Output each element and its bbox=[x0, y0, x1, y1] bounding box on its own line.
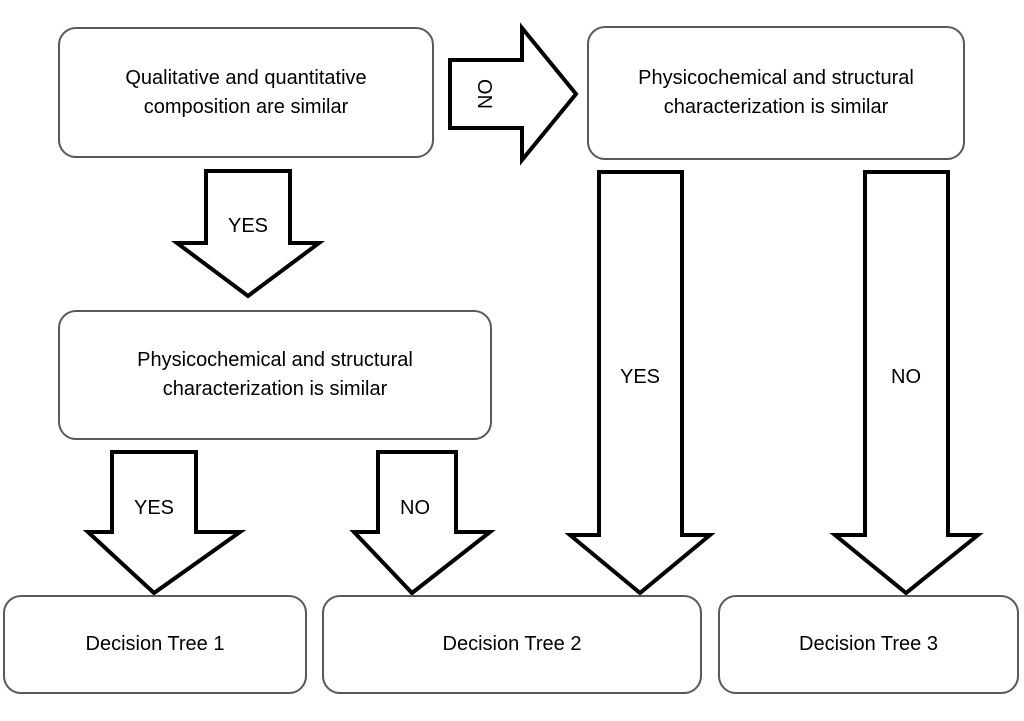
node-composition-similar-label: Qualitative and quantitative composition… bbox=[125, 66, 367, 118]
node-characterization-similar-top[interactable]: Physicochemical and structural character… bbox=[587, 26, 965, 160]
arrow-mid-characterization-yes-shape bbox=[86, 450, 242, 595]
node-decision-tree-1-label: Decision Tree 1 bbox=[85, 633, 225, 655]
node-composition-similar[interactable]: Qualitative and quantitative composition… bbox=[58, 27, 434, 158]
arrow-mid-characterization-yes: YES bbox=[86, 450, 242, 595]
arrow-top-characterization-yes: YES bbox=[568, 170, 712, 595]
node-decision-tree-3[interactable]: Decision Tree 3 bbox=[718, 595, 1019, 694]
arrow-composition-no-shape bbox=[448, 24, 578, 164]
arrow-composition-yes: YES bbox=[175, 169, 321, 298]
arrow-composition-yes-shape bbox=[175, 169, 321, 298]
arrow-top-characterization-yes-shape bbox=[568, 170, 712, 595]
node-decision-tree-1[interactable]: Decision Tree 1 bbox=[3, 595, 307, 694]
node-decision-tree-2[interactable]: Decision Tree 2 bbox=[322, 595, 702, 694]
node-decision-tree-3-label: Decision Tree 3 bbox=[799, 633, 938, 655]
node-characterization-similar-mid[interactable]: Physicochemical and structural character… bbox=[58, 310, 492, 440]
arrow-mid-characterization-no: NO bbox=[352, 450, 492, 595]
node-decision-tree-2-label: Decision Tree 2 bbox=[442, 633, 582, 655]
node-characterization-similar-top-label: Physicochemical and structural character… bbox=[638, 67, 914, 118]
arrow-mid-characterization-no-shape bbox=[352, 450, 492, 595]
arrow-top-characterization-no: NO bbox=[833, 170, 980, 595]
arrow-top-characterization-no-shape bbox=[833, 170, 980, 595]
node-characterization-similar-mid-label: Physicochemical and structural character… bbox=[137, 349, 413, 400]
arrow-composition-no: NO bbox=[448, 24, 578, 164]
